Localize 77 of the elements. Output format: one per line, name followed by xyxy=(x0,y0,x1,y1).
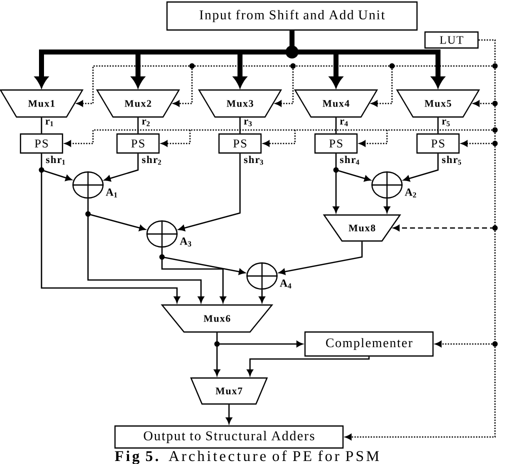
figure-caption: Fig 5. Architecture of PE for PSM xyxy=(114,450,379,464)
adder-label: A$_{3}$ xyxy=(180,238,192,246)
control-arrow xyxy=(275,66,294,107)
arrow xyxy=(217,340,303,348)
signal-label: shr$_{3}$ xyxy=(244,156,264,165)
arrow xyxy=(41,169,72,182)
arrow xyxy=(332,170,340,213)
signal-label: r$_{1}$ xyxy=(46,120,54,126)
control-arrow xyxy=(371,66,393,107)
output-box: Output to Structural Adders xyxy=(114,425,344,449)
arrow xyxy=(88,213,146,232)
bus-arrow xyxy=(234,52,246,88)
adder-circle xyxy=(72,171,104,199)
bus-arrow xyxy=(336,50,444,88)
control-arrow xyxy=(161,130,191,147)
connector-line xyxy=(335,118,337,134)
connector-line xyxy=(40,118,42,134)
signal-label: shr$_{2}$ xyxy=(142,156,162,165)
signal-label: r$_{2}$ xyxy=(142,120,150,126)
ps-box: PS xyxy=(116,133,160,154)
arrow xyxy=(87,214,204,303)
complementer-box: Complementer xyxy=(304,331,434,357)
control-line xyxy=(190,129,295,131)
arrow xyxy=(40,170,180,303)
bus-line xyxy=(297,50,336,54)
arrow xyxy=(162,256,246,275)
signal-label: r$_{4}$ xyxy=(340,120,348,126)
signal-label: shr$_{1}$ xyxy=(46,156,65,165)
signal-label: shr$_{5}$ xyxy=(442,156,462,165)
arrow xyxy=(258,290,266,303)
mux-trapezoid: Mux1 xyxy=(0,89,84,118)
arrow xyxy=(104,154,139,182)
control-arrow xyxy=(393,224,495,232)
arrow xyxy=(178,154,241,232)
signal-label: r$_{3}$ xyxy=(244,120,252,126)
lut-box: LUT xyxy=(424,31,479,49)
arrow xyxy=(214,344,220,376)
arrow xyxy=(384,198,390,213)
control-arrow xyxy=(76,65,192,107)
adder-label: A$_{2}$ xyxy=(404,188,416,198)
adder-label: A$_{4}$ xyxy=(280,280,292,288)
connector-line xyxy=(437,118,439,134)
bus-arrow xyxy=(132,52,144,88)
adder-circle xyxy=(146,220,178,248)
control-line xyxy=(387,129,495,131)
mux-trapezoid: Mux7 xyxy=(190,377,268,405)
signal-label: r$_{5}$ xyxy=(442,120,450,126)
arrow xyxy=(226,404,232,424)
control-arrow xyxy=(359,130,388,147)
adder-circle xyxy=(246,262,278,290)
bus-line xyxy=(240,50,287,54)
control-arrow xyxy=(345,344,496,440)
arrow xyxy=(278,242,363,275)
control-arrow xyxy=(64,129,190,147)
control-arrow xyxy=(461,140,495,147)
adder-circle xyxy=(371,171,403,199)
ps-box: PS xyxy=(218,133,262,154)
control-arrow xyxy=(173,66,193,107)
bus-line xyxy=(138,50,240,54)
bus-arrow xyxy=(330,52,342,88)
ps-box: PS xyxy=(314,133,358,154)
control-arrow xyxy=(473,100,495,107)
control-arrow xyxy=(435,340,495,348)
adder-label: A$_{1}$ xyxy=(106,188,118,198)
ps-box: PS xyxy=(416,133,460,154)
ps-box: PS xyxy=(20,133,64,154)
signal-label: shr$_{4}$ xyxy=(340,156,360,165)
bus-arrow xyxy=(35,50,138,88)
connector-line xyxy=(137,118,139,134)
control-line xyxy=(295,129,387,131)
connector-line xyxy=(239,118,241,134)
arrow xyxy=(336,169,371,182)
input-box: Input from Shift and Add Unit xyxy=(166,1,418,31)
arrow xyxy=(403,154,439,182)
control-arrow xyxy=(263,130,296,147)
arrow xyxy=(246,356,370,376)
arrow xyxy=(161,257,226,303)
